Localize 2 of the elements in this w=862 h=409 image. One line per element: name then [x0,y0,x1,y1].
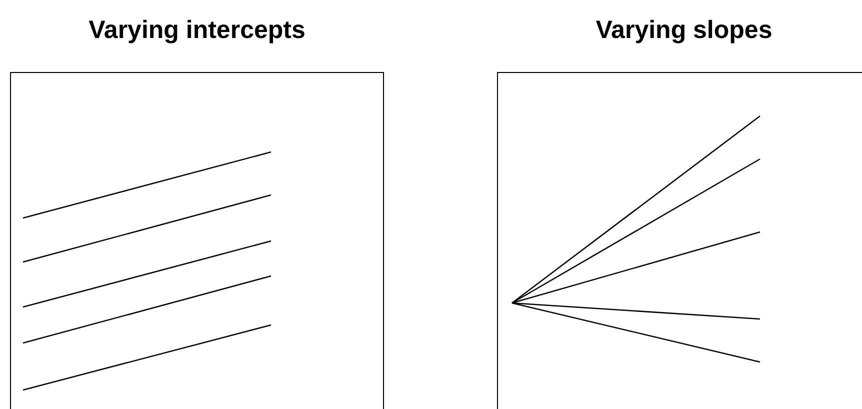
panel-title: Varying intercepts [88,15,306,46]
panel-title: Varying slopes [594,15,774,46]
